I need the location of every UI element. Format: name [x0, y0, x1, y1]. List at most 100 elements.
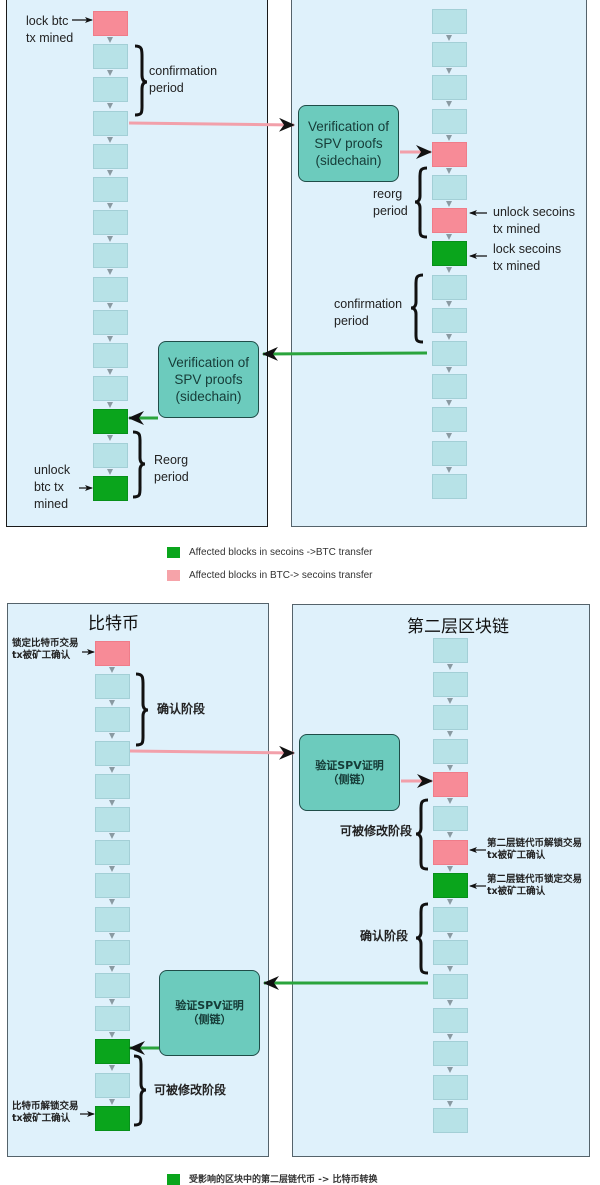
top-right-reorg-label: reorg period [373, 186, 408, 220]
box-line: SPV proofs [314, 136, 383, 151]
chain-block [95, 707, 130, 733]
bottom-left-confirmation-label: 确认阶段 [157, 702, 206, 716]
bottom-right-reorg-label: 可被修改阶段 [340, 824, 413, 838]
chain-link-arrow-icon [107, 236, 113, 243]
top-lock-secoins-label: lock secoins tx mined [493, 241, 561, 275]
chain-link-arrow-icon [107, 335, 113, 342]
label-line: period [334, 314, 369, 328]
chain-block-green [95, 1105, 130, 1131]
top-left-confirmation-brace [134, 44, 148, 117]
top-unlock-secoins-label: unlock secoins tx mined [493, 204, 575, 238]
box-line: Verification of [167, 355, 250, 370]
box-line: (sidechain) [315, 153, 382, 168]
bottom-legend-green: 受影响的区块中的第二层链代币 -> 比特币转换 [167, 1172, 378, 1185]
label-line: lock secoins [493, 242, 562, 256]
bottom-right-reorg-brace [415, 798, 429, 871]
chain-link-arrow-icon [107, 103, 113, 110]
chain-link-arrow-icon [107, 435, 113, 442]
chain-link-arrow-icon [446, 400, 452, 407]
chain-block-green [93, 409, 128, 435]
chain-link-arrow-icon [107, 369, 113, 375]
chain-link-arrow-icon [107, 468, 113, 475]
bottom-lock-secoins-label: 第二层链代币锁定交易 tx被矿工确认 [487, 874, 582, 898]
chain-block [432, 473, 467, 499]
chain-link-arrow-icon [446, 101, 452, 108]
bottom-bitcoin-panel [7, 603, 269, 1157]
top-bitcoin-panel [6, 0, 268, 527]
chain-block-green [433, 873, 468, 899]
bottom-verify-spv-box-btc: 验证SPV证明 （侧链） [159, 970, 260, 1056]
chain-block [432, 341, 467, 366]
bottom-left-reorg-label: 可被修改阶段 [154, 1083, 227, 1097]
chain-block [433, 705, 468, 731]
chain-link-arrow-icon [109, 965, 115, 972]
chain-block [95, 1006, 130, 1032]
chain-block [432, 175, 467, 200]
chain-block [433, 1007, 468, 1033]
top-lock-btc-label: lock btc tx mined [26, 13, 73, 47]
legend-green-swatch [167, 547, 180, 558]
label-line: reorg [373, 187, 403, 201]
legend-text: 受影响的区块中的第二层链代币 -> 比特币转换 [189, 1175, 378, 1185]
chain-link-arrow-icon [107, 169, 113, 176]
bottom-sidechain-title: 第二层区块链 [407, 617, 509, 637]
chain-block [95, 1072, 130, 1098]
legend-pink-swatch [167, 570, 180, 581]
chain-block [95, 773, 130, 799]
chain-block [93, 143, 128, 169]
chain-block-pink [95, 641, 130, 666]
chain-block [433, 1108, 468, 1134]
label-line: unlock secoins [493, 205, 575, 219]
chain-block [93, 177, 128, 202]
chain-link-arrow-icon [109, 999, 115, 1005]
chain-block [433, 906, 468, 932]
bottom-bitcoin-title: 比特币 [88, 614, 139, 634]
label-line: tx mined [493, 259, 541, 273]
top-right-reorg-brace [414, 166, 428, 239]
top-legend-green: Affected blocks in secoins ->BTC transfe… [167, 547, 373, 558]
bottom-right-confirmation-label: 确认阶段 [360, 929, 409, 943]
label-line: lock btc [26, 14, 69, 28]
top-verify-spv-box-sidechain: Verification of SPV proofs (sidechain) [298, 105, 399, 182]
top-unlock-btc-label: unlock btc tx mined [34, 462, 70, 513]
top-right-confirmation-label: confirmation period [334, 296, 402, 330]
chain-link-arrow-icon [107, 203, 113, 209]
chain-block [432, 407, 467, 433]
chain-block [433, 671, 468, 697]
chain-block [433, 1074, 468, 1100]
chain-link-arrow-icon [446, 68, 452, 75]
chain-link-arrow-icon [447, 664, 453, 670]
box-line: （侧链） [327, 772, 372, 786]
bottom-unlock-btc-label: 比特币解锁交易 tx被矿工确认 [12, 1101, 79, 1125]
chain-block [95, 674, 130, 700]
chain-link-arrow-icon [109, 1032, 115, 1039]
label-line: unlock [34, 463, 71, 477]
label-line: confirmation [334, 297, 403, 311]
chain-link-arrow-icon [107, 302, 113, 309]
chain-block [433, 1041, 468, 1067]
label-line: 第二层链代币解锁交易 [487, 838, 583, 849]
chain-link-arrow-icon [107, 37, 113, 43]
top-left-reorg-label: Reorg period [154, 452, 189, 486]
chain-link-arrow-icon [109, 833, 115, 839]
chain-block-green [432, 241, 467, 267]
chain-block [432, 75, 467, 101]
chain-link-arrow-icon [109, 866, 115, 873]
chain-block [95, 807, 130, 832]
chain-link-arrow-icon [109, 1098, 115, 1105]
chain-block [95, 939, 130, 965]
chain-block [95, 840, 130, 866]
chain-block [93, 276, 128, 302]
chain-link-arrow-icon [446, 134, 452, 141]
chain-block [432, 9, 467, 34]
box-line: Verification of [307, 119, 390, 134]
chain-link-arrow-icon [446, 367, 452, 373]
label-line: btc tx [34, 480, 64, 494]
chain-block [95, 740, 130, 766]
box-line: (sidechain) [175, 389, 242, 404]
chain-block-pink [433, 839, 468, 865]
chain-link-arrow-icon [446, 35, 452, 41]
chain-block [433, 974, 468, 999]
legend-text: Affected blocks in BTC-> secoins transfe… [189, 570, 373, 582]
chain-link-arrow-icon [447, 1067, 453, 1074]
